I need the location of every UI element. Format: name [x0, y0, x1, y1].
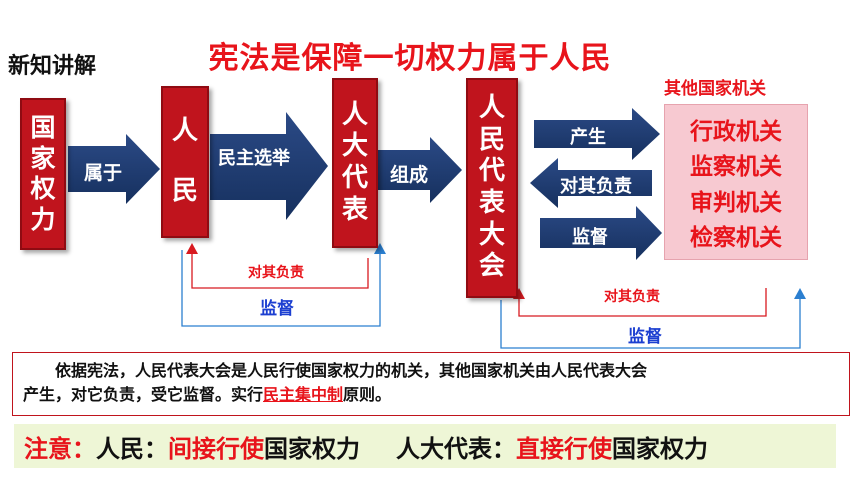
info-line-2-pre: 产生，对它负责，受它监督。实行 — [23, 385, 264, 404]
form-arrow-shape — [378, 137, 462, 203]
people-char: 民 — [171, 176, 198, 207]
organ-supervisory: 监察机关 — [690, 154, 782, 181]
deputies-responsible-arrowhead — [186, 243, 198, 254]
section-label: 新知讲解 — [8, 54, 97, 79]
organs-supervise-line — [500, 298, 801, 349]
note-deputies-way: 直接行使 — [516, 434, 612, 463]
other-organs-panel: 行政机关 监察机关 审判机关 检察机关 — [664, 104, 808, 260]
state-power-char: 国 — [30, 113, 56, 142]
supervise-label: 监督 — [572, 227, 608, 248]
organ-judicial: 审判机关 — [690, 189, 782, 216]
note-people-power: 国家权力 — [264, 434, 360, 463]
deputies-char: 人 — [341, 99, 368, 130]
state-power-char: 力 — [30, 204, 56, 234]
deputies-supervise-line — [181, 250, 381, 327]
note-deputies-power: 国家权力 — [612, 434, 708, 463]
produce-arrow-shape — [534, 108, 660, 160]
congress-char: 民 — [478, 124, 505, 155]
organs-responsible-label: 对其负责 — [604, 289, 660, 305]
congress-char: 代 — [478, 156, 505, 187]
deputies-responsible-label: 对其负责 — [248, 265, 304, 281]
responsible-arrow-shape — [530, 158, 652, 208]
form-label: 组成 — [390, 164, 429, 186]
people-box: 人 民 — [161, 86, 209, 238]
info-line-2-post: 原则。 — [343, 385, 392, 404]
deputies-responsible-line — [191, 250, 369, 289]
attention-note: 注意： 人民： 间接行使 国家权力 人大代表： 直接行使 国家权力 — [14, 424, 836, 468]
organs-supervised-label: 监督 — [628, 327, 662, 347]
congress-char: 人 — [478, 92, 505, 123]
organs-responsible-line — [518, 288, 767, 317]
congress-box: 人 民 代 表 大 会 — [466, 78, 518, 298]
election-label: 民主选举 — [218, 148, 290, 169]
deputies-char: 大 — [341, 131, 368, 162]
note-people-label: 人民： — [96, 434, 168, 463]
election-arrow-shape — [210, 112, 328, 220]
belongs-to-arrow-shape — [68, 134, 160, 204]
deputies-char: 代 — [341, 163, 368, 193]
note-prefix: 注意： — [24, 434, 96, 463]
info-line-1: 依据宪法，人民代表大会是人民行使国家权力的机关，其他国家机关由人民代表大会 — [55, 361, 648, 380]
people-char: 人 — [171, 116, 198, 147]
constitution-info-box: 依据宪法，人民代表大会是人民行使国家权力的机关，其他国家机关由人民代表大会 产生… — [12, 352, 850, 416]
deputies-char: 表 — [341, 194, 368, 225]
other-organs-title: 其他国家机关 — [664, 79, 766, 99]
organ-procuratorial: 检察机关 — [690, 225, 782, 252]
page-title: 宪法是保障一切权力属于人民 — [208, 41, 612, 76]
supervise-arrow-shape — [540, 206, 662, 260]
deputies-supervise-arrowhead — [374, 243, 386, 254]
info-line-2: 产生，对它负责，受它监督。实行民主集中制原则。 — [23, 383, 839, 407]
produce-label: 产生 — [570, 127, 606, 148]
note-deputies-label: 人大代表： — [396, 434, 516, 463]
state-power-box: 国 家 权 力 — [20, 98, 66, 250]
organs-supervise-arrowhead — [794, 288, 806, 299]
deputies-supervised-label: 监督 — [260, 299, 294, 319]
congress-char: 表 — [478, 188, 505, 218]
belongs-to-label: 属于 — [84, 162, 123, 184]
responsible-label: 对其负责 — [560, 176, 632, 197]
note-people-way: 间接行使 — [168, 434, 264, 463]
congress-char: 大 — [478, 219, 505, 250]
congress-char: 会 — [478, 251, 505, 282]
state-power-char: 家 — [30, 143, 56, 173]
organ-administrative: 行政机关 — [690, 118, 782, 145]
democratic-centralism: 民主集中制 — [263, 385, 344, 404]
deputies-box: 人 大 代 表 — [332, 78, 378, 248]
state-power-char: 权 — [30, 174, 56, 203]
